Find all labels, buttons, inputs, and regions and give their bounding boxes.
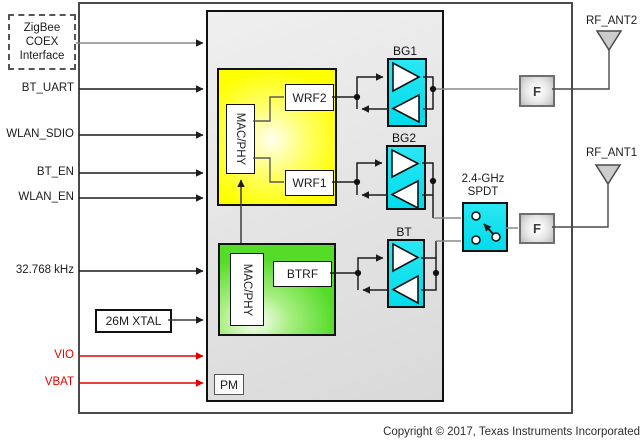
bg2-amp-block xyxy=(386,145,426,210)
signal-vio: VIO xyxy=(54,349,74,361)
signal-bt-en: BT_EN xyxy=(36,166,74,178)
xtal-box: 26M XTAL xyxy=(95,309,172,333)
wlan-macphy-box: MAC/PHY xyxy=(226,104,255,174)
filter-top-box: F xyxy=(519,75,555,107)
signal-wlan-en: WLAN_EN xyxy=(18,191,74,203)
wrf2-box: WRF2 xyxy=(285,84,334,111)
spdt-label-line2: SPDT xyxy=(467,185,499,198)
rf-ant1-antenna-icon xyxy=(594,164,622,186)
btrf-box: BTRF xyxy=(273,261,332,287)
signal-wlan-sdio: WLAN_SDIO xyxy=(6,128,74,140)
bg1-label: BG1 xyxy=(392,44,417,58)
bg2-label: BG2 xyxy=(391,131,416,145)
btrf-label: BTRF xyxy=(286,267,319,281)
pm-label: PM xyxy=(220,377,238,392)
spdt-switch-block xyxy=(462,202,508,252)
filter-top-label: F xyxy=(533,83,541,99)
zigbee-line1: ZigBee xyxy=(23,22,61,34)
xtal-label: 26M XTAL xyxy=(105,314,162,328)
zigbee-line2: COEX xyxy=(25,36,59,48)
signal-bt-uart: BT_UART xyxy=(21,82,74,94)
rf-ant2-label: RF_ANT2 xyxy=(586,15,638,27)
wrf1-label: WRF1 xyxy=(292,176,327,190)
rf-ant1-label: RF_ANT1 xyxy=(586,147,638,159)
bt-amp-block xyxy=(387,239,425,308)
rf-ant2-antenna-icon xyxy=(595,30,623,52)
bt-macphy-box: MAC/PHY xyxy=(230,253,264,326)
zigbee-line3: Interface xyxy=(19,50,65,62)
zigbee-coex-box: ZigBee COEX Interface xyxy=(8,14,76,70)
wrf1-box: WRF1 xyxy=(285,170,334,196)
wrf2-label: WRF2 xyxy=(292,90,327,105)
bt-macphy-label: MAC/PHY xyxy=(241,263,253,316)
copyright-text: Copyright © 2017, Texas Instruments Inco… xyxy=(383,426,640,438)
bt-amp-label: BT xyxy=(396,225,412,239)
spdt-label-line1: 2.4-GHz xyxy=(461,173,505,185)
bg1-amp-block xyxy=(387,58,427,127)
antenna-icons xyxy=(594,30,623,186)
wlan-macphy-label: MAC/PHY xyxy=(234,112,247,166)
pm-box: PM xyxy=(214,374,244,395)
signal-32khz: 32.768 kHz xyxy=(15,264,74,276)
filter-bottom-box: F xyxy=(519,213,555,244)
filter-bottom-label: F xyxy=(533,221,541,236)
signal-vbat: VBAT xyxy=(44,376,74,388)
spdt-label: 2.4-GHz SPDT xyxy=(448,173,518,198)
